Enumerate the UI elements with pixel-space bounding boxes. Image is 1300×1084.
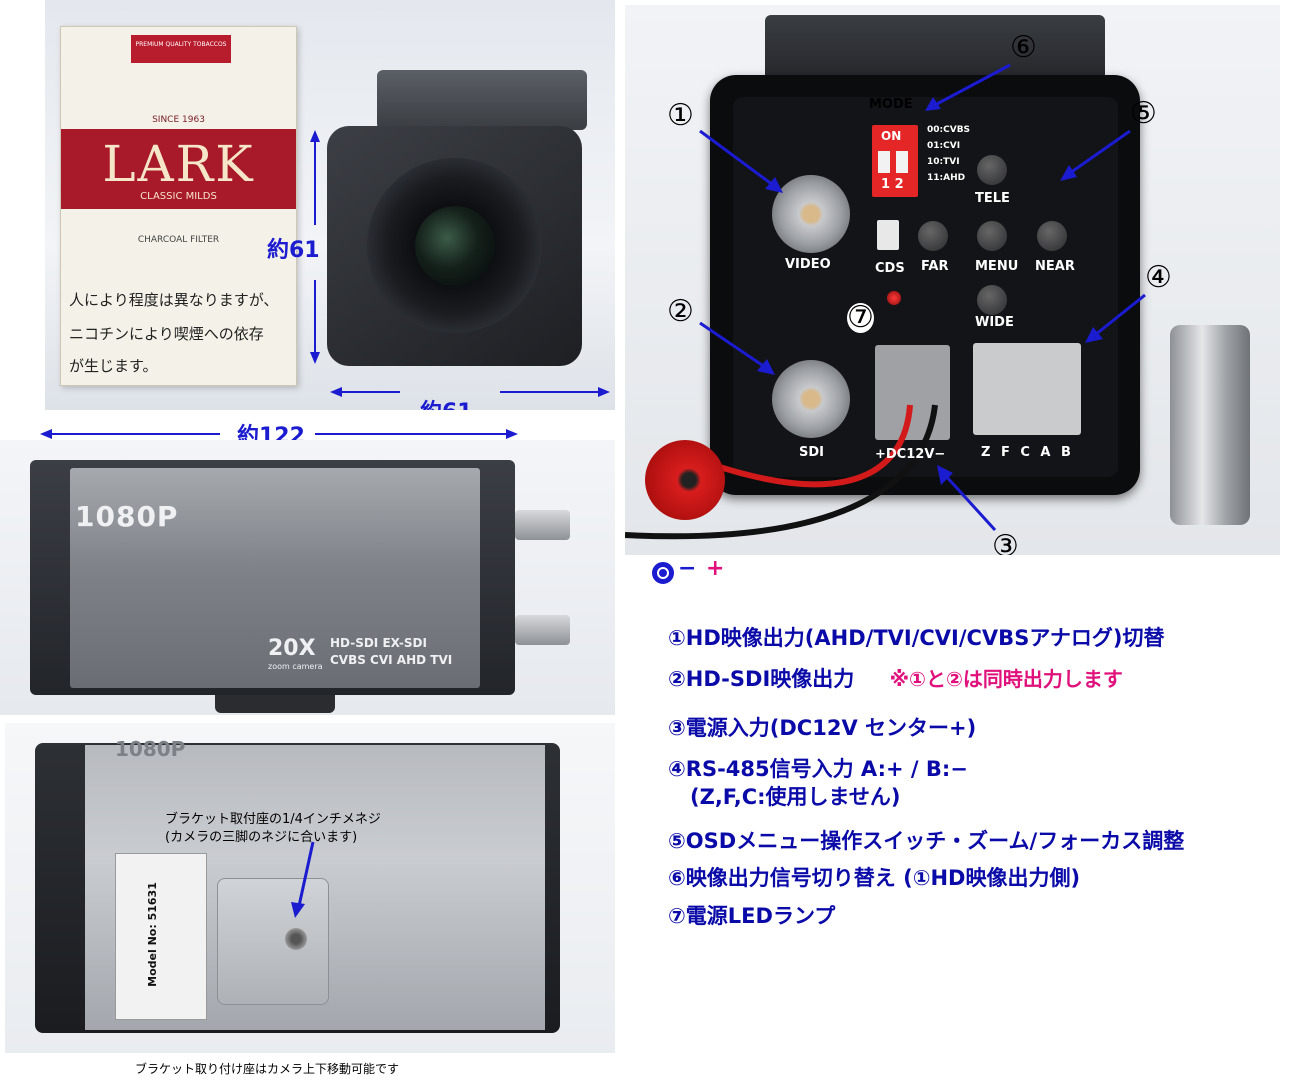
height-arrow [310, 130, 320, 364]
near-label: NEAR [1035, 259, 1075, 274]
side-zoom: 20X [268, 636, 316, 661]
bottom-model-text: 1080P [115, 737, 186, 761]
rs485-label: Z F C A B [981, 445, 1074, 460]
mode-option-2: 10:TVI [927, 157, 960, 167]
legend-2: ②HD-SDI映像出力 ※①と②は同時出力します [668, 663, 1123, 693]
callout-line-2: (カメラの三脚のネジに合います) [165, 830, 358, 845]
camera-front [327, 70, 587, 366]
polarity-plus: + [706, 556, 725, 581]
legend-1: ①HD映像出力(AHD/TVI/CVI/CVBSアナログ)切替 [668, 626, 1165, 650]
height-label: 約61 [267, 238, 320, 263]
pack-warning-1: 人により程度は異なりますが、 [69, 291, 279, 309]
legend-2-note: ※①と②は同時出力します [889, 667, 1123, 691]
callout-4: ④ [1145, 260, 1172, 295]
callout-7: ⑦ [847, 300, 874, 335]
side-zoom-sub: zoom camera [268, 662, 323, 671]
callout-2: ② [667, 294, 694, 329]
pack-warning-3: が生じます。 [69, 357, 158, 375]
tele-label: TELE [975, 191, 1010, 206]
bracket-caption: ブラケット取り付け座はカメラ上下移動可能です [135, 1062, 400, 1076]
legend-2-text: ②HD-SDI映像出力 [668, 667, 855, 691]
callout-1: ① [667, 98, 694, 133]
callout-arrows [699, 63, 1146, 532]
wide-label: WIDE [975, 315, 1014, 330]
sdi-label: SDI [799, 445, 824, 460]
callout-arrow [291, 841, 315, 918]
width-arrow [330, 387, 610, 397]
switch-on: ON [881, 129, 902, 143]
legend-4: ④RS-485信号入力 A:+ / B:− [668, 757, 968, 781]
video-label: VIDEO [785, 257, 831, 272]
menu-label: MENU [975, 259, 1019, 274]
legend-3: ③電源入力(DC12V センター+) [668, 716, 977, 740]
mode-option-1: 01:CVI [927, 141, 961, 151]
length-arrow [40, 429, 518, 439]
pack-filter: CHARCOAL FILTER [137, 235, 220, 245]
far-label: FAR [921, 259, 949, 274]
callout-3: ③ [992, 529, 1019, 556]
pack-since: SINCE 1963 [152, 115, 205, 125]
back-panel-photo: MODE ON 1 2 00:CVBS 01:CVI 10:TVI 11:AHD… [625, 5, 1280, 555]
legend-6: ⑥映像出力信号切り替え (①HD映像出力側) [668, 866, 1081, 890]
callout-line-1: ブラケット取付座の1/4インチメネジ [165, 812, 381, 827]
callout-5: ⑤ [1130, 96, 1157, 131]
side-model-text: 1080P [75, 500, 179, 533]
model-label: Model No: 51631 [145, 882, 159, 987]
cds-label: CDS [875, 261, 905, 276]
width-label: 約61 [420, 394, 473, 410]
mode-option-3: 11:AHD [927, 173, 966, 183]
switch-nums: 1 2 [881, 177, 904, 192]
power-label: +DC12V− [875, 447, 946, 462]
pack-warning-2: ニコチンにより喫煙への依存 [69, 325, 264, 343]
pack-brand: LARK [102, 135, 255, 193]
power-wires [625, 404, 938, 540]
side-view-photo: 1080P 20X zoom camera HD-SDI EX-SDI CVBS… [0, 440, 615, 715]
polarity-minus: − [678, 556, 697, 581]
mode-option-0: 00:CVBS [927, 125, 971, 135]
side-spec-2: CVBS CVI AHD TVI [330, 653, 453, 667]
pack-sub: CLASSIC MILDS [140, 191, 217, 202]
legend-5: ⑤OSDメニュー操作スイッチ・ズーム/フォーカス調整 [668, 829, 1185, 853]
front-view-photo: PREMIUM QUALITY TOBACCOS SINCE 1963 LARK… [45, 0, 615, 410]
side-spec-1: HD-SDI EX-SDI [330, 636, 427, 650]
legend-7: ⑦電源LEDランプ [668, 904, 836, 928]
cigarette-pack: PREMIUM QUALITY TOBACCOS SINCE 1963 LARK… [60, 26, 297, 386]
bottom-view-photo: 1080P Model No: 51631 [5, 723, 615, 1053]
pack-top-label: PREMIUM QUALITY TOBACCOS [131, 35, 231, 63]
legend-4b: (Z,F,C:使用しません) [690, 785, 901, 809]
polarity-symbol: − + [652, 556, 742, 588]
mode-label: MODE [869, 97, 913, 112]
callout-6: ⑥ [1010, 30, 1037, 65]
